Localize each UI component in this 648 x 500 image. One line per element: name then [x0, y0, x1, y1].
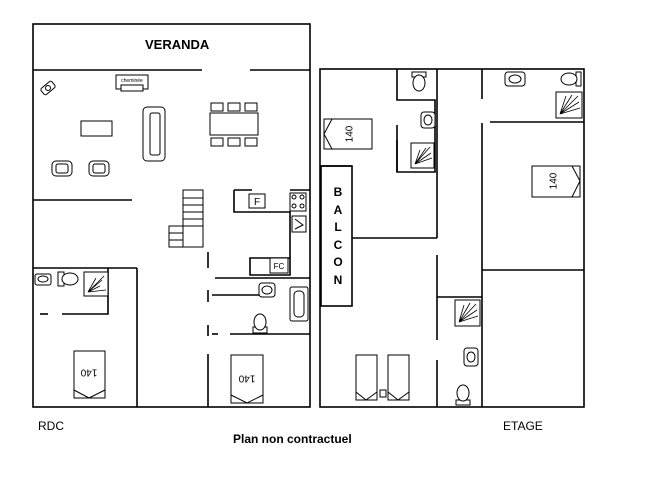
balcon-letter: L — [334, 220, 342, 234]
toilet-icon — [57, 271, 79, 287]
etage-label: ETAGE — [503, 419, 543, 433]
bed-size-label: 140 — [238, 372, 255, 383]
washbasin-icon — [420, 111, 436, 129]
stove-icon — [289, 192, 307, 212]
bed-size-label: 140 — [549, 172, 560, 189]
shower-icon — [83, 271, 109, 297]
shower-icon — [555, 91, 583, 119]
washbasin-icon — [463, 347, 479, 367]
bed-icon: 140 — [531, 165, 581, 198]
rdc-label: RDC — [38, 419, 64, 433]
balcon-letter: B — [333, 185, 343, 199]
oven-icon: FC — [269, 257, 289, 274]
etage-walls — [319, 68, 585, 408]
washbasin-icon — [34, 273, 52, 286]
dining-table-icon — [209, 102, 259, 147]
sofa-icon — [142, 106, 166, 162]
balcon-letter: N — [333, 272, 343, 287]
sink-icon — [291, 215, 307, 233]
bed-icon: 140 — [323, 118, 373, 150]
armchair-icon — [88, 160, 110, 177]
armchair-icon — [51, 160, 73, 177]
shower-icon — [454, 299, 481, 327]
rdc-walls — [32, 23, 311, 408]
toilet-icon — [455, 384, 471, 406]
balcon-letter: O — [333, 255, 343, 269]
toilet-icon — [560, 71, 582, 87]
veranda-label: VERANDA — [145, 37, 210, 52]
svg-text:F: F — [254, 197, 260, 208]
washbasin-icon — [504, 71, 526, 87]
balcon-label: B A L C O N — [328, 184, 348, 289]
toilet-icon — [252, 313, 268, 334]
shower-icon — [410, 142, 435, 169]
bathtub-icon — [289, 286, 309, 322]
twin-beds-icon — [355, 354, 410, 401]
toilet-icon — [411, 71, 427, 92]
fireplace-icon: cheminée — [115, 74, 149, 92]
lamp-icon — [40, 80, 56, 96]
bed-size-label: 140 — [80, 366, 97, 377]
bed-icon: 140 — [73, 350, 106, 399]
staircase-icon — [168, 189, 204, 248]
plan-caption: Plan non contractuel — [233, 432, 352, 446]
fridge-icon: F — [248, 193, 266, 209]
washbasin-icon — [258, 282, 276, 298]
bed-size-label: 140 — [345, 125, 356, 142]
balcon-letter: C — [333, 237, 343, 252]
coffee-table-icon — [80, 120, 113, 137]
svg-text:FC: FC — [274, 262, 285, 271]
balcon-letter: A — [333, 202, 343, 217]
bed-icon: 140 — [230, 354, 264, 404]
svg-text:cheminée: cheminée — [121, 78, 143, 84]
